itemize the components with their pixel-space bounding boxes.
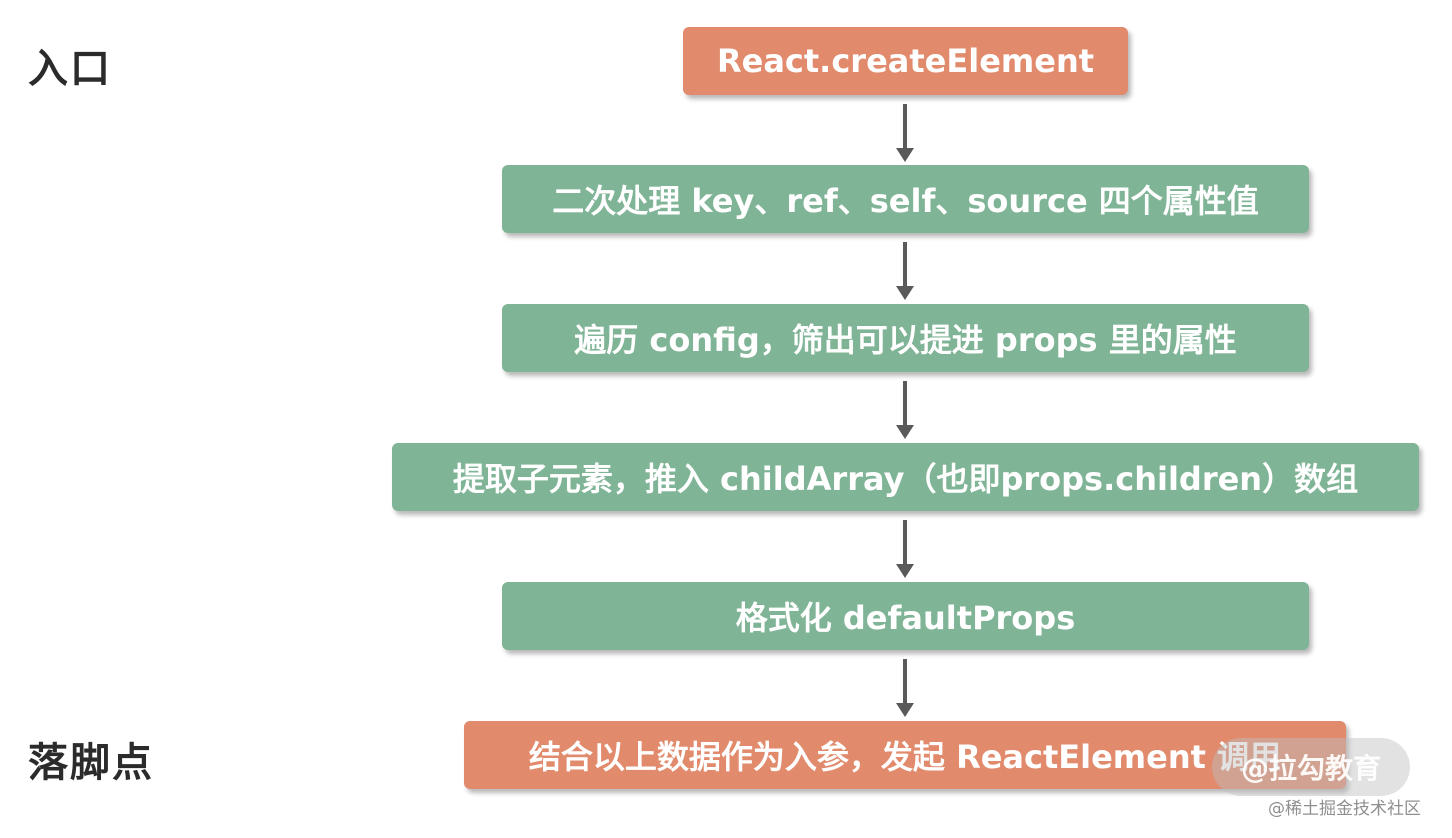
- watermark-badge-text: @拉勾教育: [1240, 752, 1381, 785]
- landing-label: 落脚点: [28, 740, 154, 786]
- arrow-2: [896, 381, 914, 439]
- flow-step-entry: React.createElement: [683, 27, 1128, 95]
- flow-step-text: React.createElement: [716, 42, 1095, 80]
- flow-step-text: 结合以上数据作为入参，发起 ReactElement 调用: [528, 738, 1282, 776]
- arrow-0: [896, 104, 914, 162]
- watermark-site: @稀土掘金技术社区: [1268, 799, 1421, 819]
- flow-step-landing: 结合以上数据作为入参，发起 ReactElement 调用: [464, 721, 1346, 789]
- flow-step-process-attributes: 二次处理 key、ref、self、source 四个属性值: [502, 165, 1309, 233]
- watermark-badge: @拉勾教育: [1212, 738, 1410, 796]
- flow-step-default-props: 格式化 defaultProps: [502, 582, 1309, 650]
- flow-step-text: 二次处理 key、ref、self、source 四个属性值: [552, 182, 1259, 220]
- flow-step-text: 遍历 config，筛出可以提进 props 里的属性: [574, 321, 1237, 359]
- arrow-1: [896, 242, 914, 300]
- entry-label: 入口: [28, 46, 112, 92]
- arrow-4: [896, 659, 914, 717]
- arrow-3: [896, 520, 914, 578]
- flow-step-filter-config: 遍历 config，筛出可以提进 props 里的属性: [502, 304, 1309, 372]
- flow-step-extract-children: 提取子元素，推入 childArray（也即props.children）数组: [392, 443, 1419, 511]
- flow-step-text: 提取子元素，推入 childArray（也即props.children）数组: [452, 460, 1359, 498]
- flow-step-text: 格式化 defaultProps: [735, 599, 1076, 637]
